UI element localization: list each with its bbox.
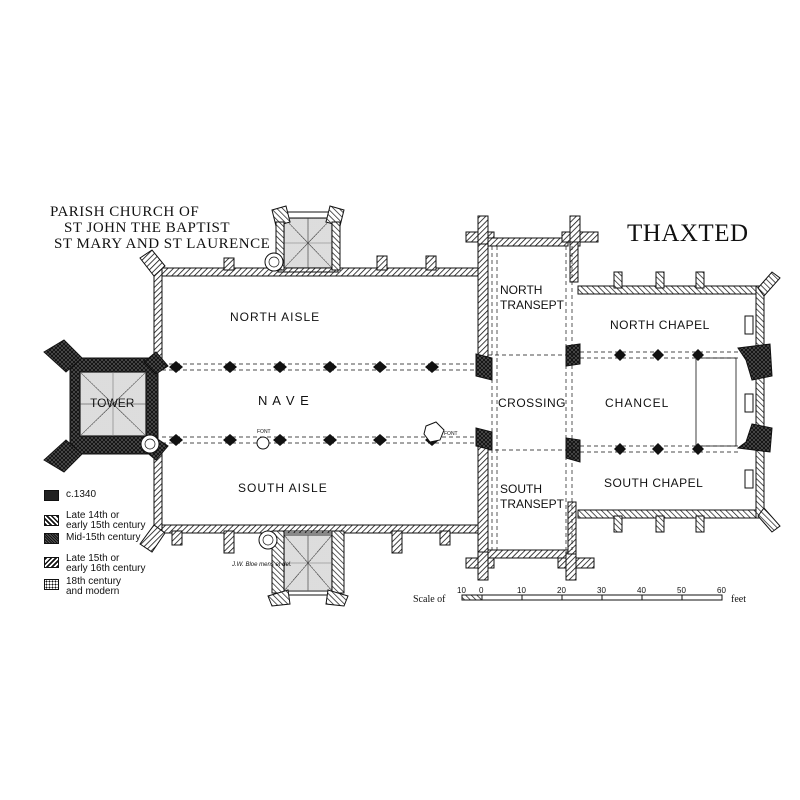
chancel-walls — [577, 271, 781, 533]
chancel-arcades — [580, 349, 740, 455]
scale-tick-7: 60 — [717, 586, 726, 595]
label-south-aisle: SOUTH AISLE — [238, 481, 328, 495]
church-name-line-1: PARISH CHURCH OF — [50, 204, 200, 220]
legend-text-4a: Late 15th or — [66, 553, 120, 564]
scale-unit: feet — [731, 594, 746, 605]
label-chancel: CHANCEL — [605, 396, 670, 410]
tower — [43, 339, 169, 473]
label-north-aisle: NORTH AISLE — [230, 310, 321, 324]
label-south-transept-1: SOUTH — [500, 482, 542, 496]
legend-swatch-diag-left — [44, 557, 59, 568]
label-crossing: CROSSING — [498, 396, 567, 410]
legend-swatch-solid — [44, 490, 59, 501]
north-porch — [264, 205, 345, 273]
legend-text-5a: 18th century — [66, 576, 122, 587]
scale-tick-4: 30 — [597, 586, 606, 595]
scale-tick-0: 10 — [457, 586, 466, 595]
crossing-lines — [488, 246, 580, 550]
label-south-transept-2: TRANSEPT — [500, 497, 565, 511]
church-name-line-3: ST MARY AND ST LAURENCE — [54, 236, 271, 252]
legend-text-1: c.1340 — [66, 489, 97, 500]
scale-tick-3: 20 — [557, 586, 566, 595]
label-north-transept-2: TRANSEPT — [500, 298, 565, 312]
scale-bar — [461, 594, 723, 601]
legend-swatch-cross — [44, 533, 59, 544]
label-north-chapel: NORTH CHAPEL — [610, 318, 710, 332]
church-name-line-2: ST JOHN THE BAPTIST — [64, 220, 231, 236]
label-north-transept-1: NORTH — [500, 283, 543, 297]
scale-tick-6: 50 — [677, 586, 686, 595]
label-south-chapel: SOUTH CHAPEL — [604, 476, 704, 490]
scale-tick-2: 10 — [517, 586, 526, 595]
draughtsman-credit: J.W. Bloe mens et del. — [232, 562, 292, 568]
scale-tick-1: 0 — [479, 586, 484, 595]
legend-text-3: Mid-15th century — [66, 532, 141, 543]
nave-aisle-walls — [139, 249, 486, 554]
label-font-1: FONT — [257, 429, 271, 435]
nave-arcades — [162, 361, 485, 446]
legend-swatch-diag-right — [44, 515, 59, 526]
label-tower: TOWER — [90, 396, 135, 410]
font-symbols — [256, 421, 445, 450]
plan-title: THAXTED — [627, 220, 749, 247]
legend-text-4b: early 16th century — [66, 563, 146, 574]
label-nave: N A V E — [258, 393, 310, 408]
legend-text-2b: early 15th century — [66, 520, 146, 531]
scale-tick-5: 40 — [637, 586, 646, 595]
scale-label: Scale of — [413, 594, 446, 605]
label-font-2: FONT — [444, 431, 458, 437]
south-porch — [258, 530, 349, 607]
legend-text-2a: Late 14th or — [66, 510, 120, 521]
legend-swatch-dots — [44, 579, 59, 590]
legend-text-5b: and modern — [66, 586, 120, 597]
